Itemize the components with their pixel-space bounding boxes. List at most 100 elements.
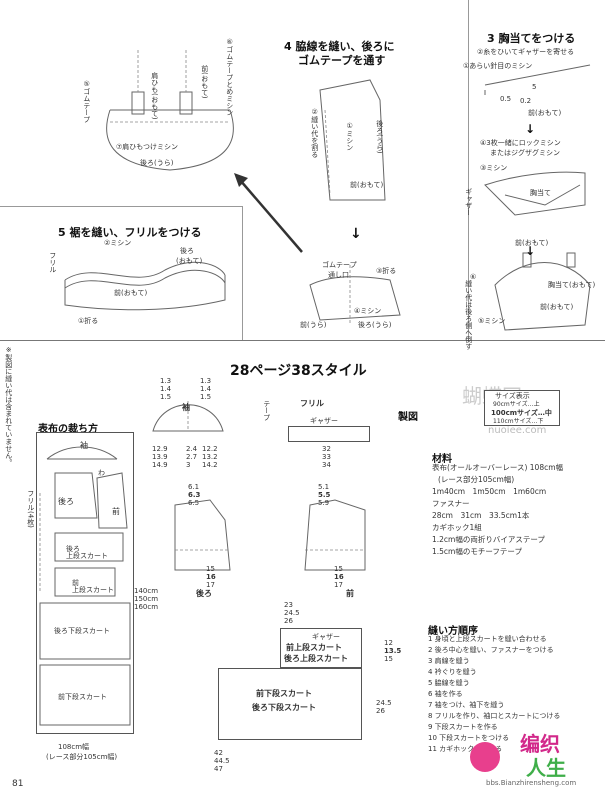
sleeve-a-0: 1.3: [160, 377, 172, 385]
lower-skirt-pattern: [218, 668, 362, 740]
step3-label-7: またはジグザグミシン: [490, 149, 560, 157]
lower-bot-1: 44.5: [214, 757, 230, 765]
material-line-7: 1.5cm幅のモチーフテープ: [432, 547, 522, 556]
step3-label-6: ④3枚一緒にロックミシン: [480, 139, 561, 147]
front-m2-2: 5.9: [318, 499, 330, 507]
step6-label-3: 前(おもて): [200, 65, 209, 99]
front-bodice-pattern: [300, 495, 370, 575]
sewing-step-1: 2 後ろ中心を縫い、ファスナーをつける: [428, 646, 554, 654]
cut-len-2: 150cm: [134, 595, 159, 603]
step6-garment-svg: [106, 50, 234, 171]
frill-n-2: 34: [322, 461, 331, 469]
flow-arrow: [234, 173, 303, 253]
sleeve-d-1: 2.7: [186, 453, 198, 461]
step5-label-0: フリル: [48, 252, 57, 273]
cut-ushiro: 後ろ: [58, 497, 74, 506]
step3-arrow-1: ↓: [525, 122, 536, 136]
cutting-layout-svg: [39, 446, 131, 726]
step3-svg: [484, 64, 591, 331]
sewing-step-4: 5 脇線を縫う: [428, 679, 470, 687]
step3-label-11: 前(おもて): [515, 239, 549, 247]
step4-label-0: ②縫い代を割る: [310, 108, 319, 158]
back-bodice-pattern: [170, 495, 240, 575]
sleeve-a-1: 1.4: [160, 385, 172, 393]
back-b1-2: 6.5: [188, 499, 200, 507]
step3-label-14: 前(おもて): [540, 303, 574, 311]
pattern-title: 製図: [398, 412, 418, 423]
material-line-5: カギホック1組: [432, 523, 482, 532]
step5-label-1: ②ミシン: [104, 239, 132, 247]
back-bodice-svg: [174, 499, 231, 571]
sewing-step-8: 9 下段スカートを作る: [428, 723, 498, 731]
sleeve-svg: [152, 401, 224, 432]
sewing-step-7: 8 フリルを作り、袖口とスカートにつける: [428, 712, 561, 720]
upper-back: 後ろ上段スカート: [284, 654, 348, 663]
logo-text-2: 人生: [526, 756, 566, 780]
step4-label-6: ③折る: [376, 267, 397, 275]
sewing-step-2: 3 肩線を縫う: [428, 657, 470, 665]
step4b-garment-svg: [309, 265, 401, 325]
top-border-right: [468, 0, 469, 340]
step5-title: 5 裾を縫い、フリルをつける: [58, 226, 202, 239]
step3-label-4: 0.2: [520, 97, 532, 105]
size-box-row-1: 100cmサイズ…中: [491, 409, 552, 417]
materials-title: 材料: [432, 454, 452, 465]
section-title: 28ページ38スタイル: [230, 363, 367, 379]
sleeve-b-2: 1.5: [200, 393, 212, 401]
front-len-0: 15: [334, 565, 343, 573]
lower-bot-0: 42: [214, 749, 223, 757]
step4-label-7: 前(うら): [300, 321, 327, 329]
page-number: 81: [12, 779, 24, 789]
step3-label-1: ①あらい針目のミシン: [463, 62, 533, 70]
back-len-0: 15: [206, 565, 215, 573]
step4-label-8: ④ミシン: [354, 307, 382, 315]
section-divider: [0, 340, 605, 341]
back-len-2: 17: [206, 581, 215, 589]
cut-sode: 袖: [80, 441, 88, 450]
sleeve-e-2: 14.2: [202, 461, 218, 469]
sleeve-b-0: 1.3: [200, 377, 212, 385]
step3-label-0: ②糸をひいてギャザーを寄せる: [477, 48, 575, 56]
cut-ue-mae: 前 上段スカート: [72, 579, 114, 594]
step6-label-4: ⑦肩ひもつけミシン: [116, 143, 178, 151]
skirt-top-0: 23: [284, 601, 293, 609]
front-len-2: 17: [334, 581, 343, 589]
lower-front: 前下段スカート: [256, 689, 312, 698]
sewing-step-0: 1 身頃と上段スカートを縫い合わせる: [428, 635, 547, 643]
sewing-step-3: 4 衿ぐりを縫う: [428, 668, 477, 676]
sewing-title: 縫い方順序: [428, 626, 478, 637]
front-m2-0: 5.1: [318, 483, 330, 491]
logo-text-1: 编织: [520, 732, 560, 756]
sleeve-label: 袖: [182, 403, 190, 412]
side-note: ※製図に縫い代は含まれていません。: [4, 346, 13, 466]
yarn-ball-icon: [470, 742, 500, 772]
logo-site: bbs.Bianzhirensheng.com: [486, 779, 577, 787]
cut-ue-ushiro: 後ろ 上段スカート: [66, 545, 108, 560]
skirt-top-2: 26: [284, 617, 293, 625]
back-b1-1: 6.3: [188, 491, 201, 499]
step6-illustration: [80, 30, 250, 180]
lower-side-1: 26: [376, 707, 385, 715]
cutting-title: 表布の裁ち方: [38, 424, 98, 435]
step3-label-9: ギャザー: [464, 188, 473, 216]
frill-label: フリル: [300, 399, 324, 408]
sleeve-a-2: 1.5: [160, 393, 172, 401]
sleeve-b-1: 1.4: [200, 385, 212, 393]
cut-width-2: (レース部分105cm幅): [46, 753, 118, 761]
sleeve-e-0: 12.2: [202, 445, 218, 453]
sleeve-c-2: 14.9: [152, 461, 168, 469]
size-box-title: サイズ表示: [495, 392, 530, 400]
step3-label-13: 胸当て(おもて): [548, 281, 596, 289]
step3-arrow-2: ↓: [525, 244, 536, 258]
size-box-row-0: 90cmサイズ…上: [493, 401, 540, 408]
cut-shita-ushiro: 後ろ下段スカート: [54, 627, 110, 635]
material-line-1: (レース部分105cm幅): [438, 475, 515, 484]
cut-shita-mae: 前下段スカート: [58, 693, 107, 701]
step3-label-3: 0.5: [500, 95, 512, 103]
back-len-1: 16: [206, 573, 216, 581]
front-bodice-svg: [304, 499, 366, 571]
step5-label-2: 後ろ: [180, 247, 194, 255]
sleeve-pattern: [148, 386, 228, 446]
frill-pattern: [288, 426, 370, 442]
watermark-url: nuoiee.com: [488, 425, 547, 436]
